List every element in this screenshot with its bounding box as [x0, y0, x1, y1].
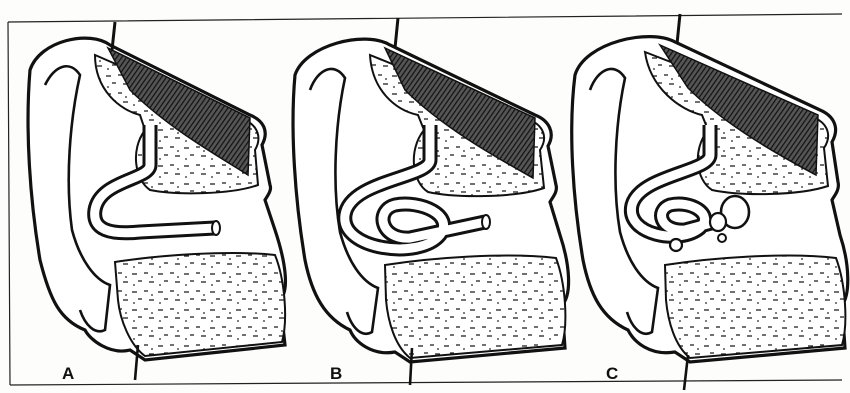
panel-a-lower-tissue	[115, 253, 285, 356]
panel-c-bulb-medium	[710, 213, 726, 231]
panel-c-bulb-small	[670, 239, 682, 251]
panel-c	[572, 14, 848, 390]
panel-label-c: C	[606, 365, 618, 382]
panel-b	[293, 18, 569, 385]
panel-c-bulb-tiny	[718, 234, 726, 242]
panel-b-top-stalk	[395, 18, 398, 48]
panel-b-lower-tissue	[385, 256, 565, 358]
panel-a	[28, 22, 285, 380]
panel-c-lower-tissue	[665, 256, 845, 358]
panel-a-tube-end	[212, 221, 220, 235]
panel-label-a: A	[62, 365, 74, 382]
panel-b-tube-end	[482, 215, 490, 229]
panel-c-top-stalk	[677, 14, 680, 44]
panel-label-b: B	[330, 365, 342, 382]
